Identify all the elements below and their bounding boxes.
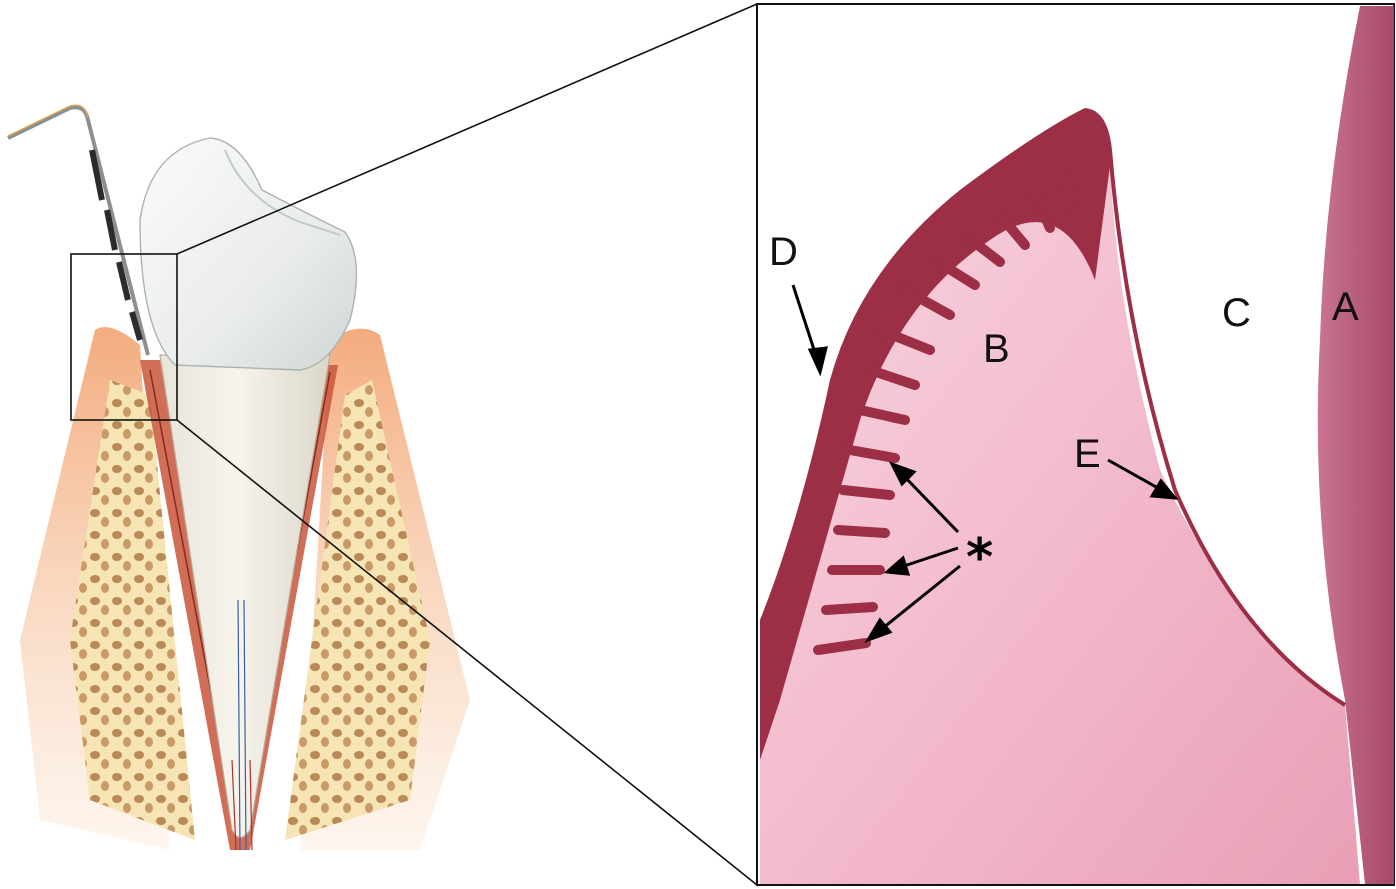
label-a: A (1332, 285, 1359, 329)
label-b: B (983, 327, 1010, 371)
label-star: * (966, 528, 993, 588)
label-d: D (769, 230, 798, 274)
label-c: C (1222, 291, 1251, 335)
zoom-line-top (177, 4, 757, 254)
label-e: E (1074, 432, 1101, 476)
micrograph-panel: D B C A E * (757, 4, 1394, 885)
tooth-illustration (8, 105, 470, 850)
periodontal-probe-icon (8, 105, 148, 355)
